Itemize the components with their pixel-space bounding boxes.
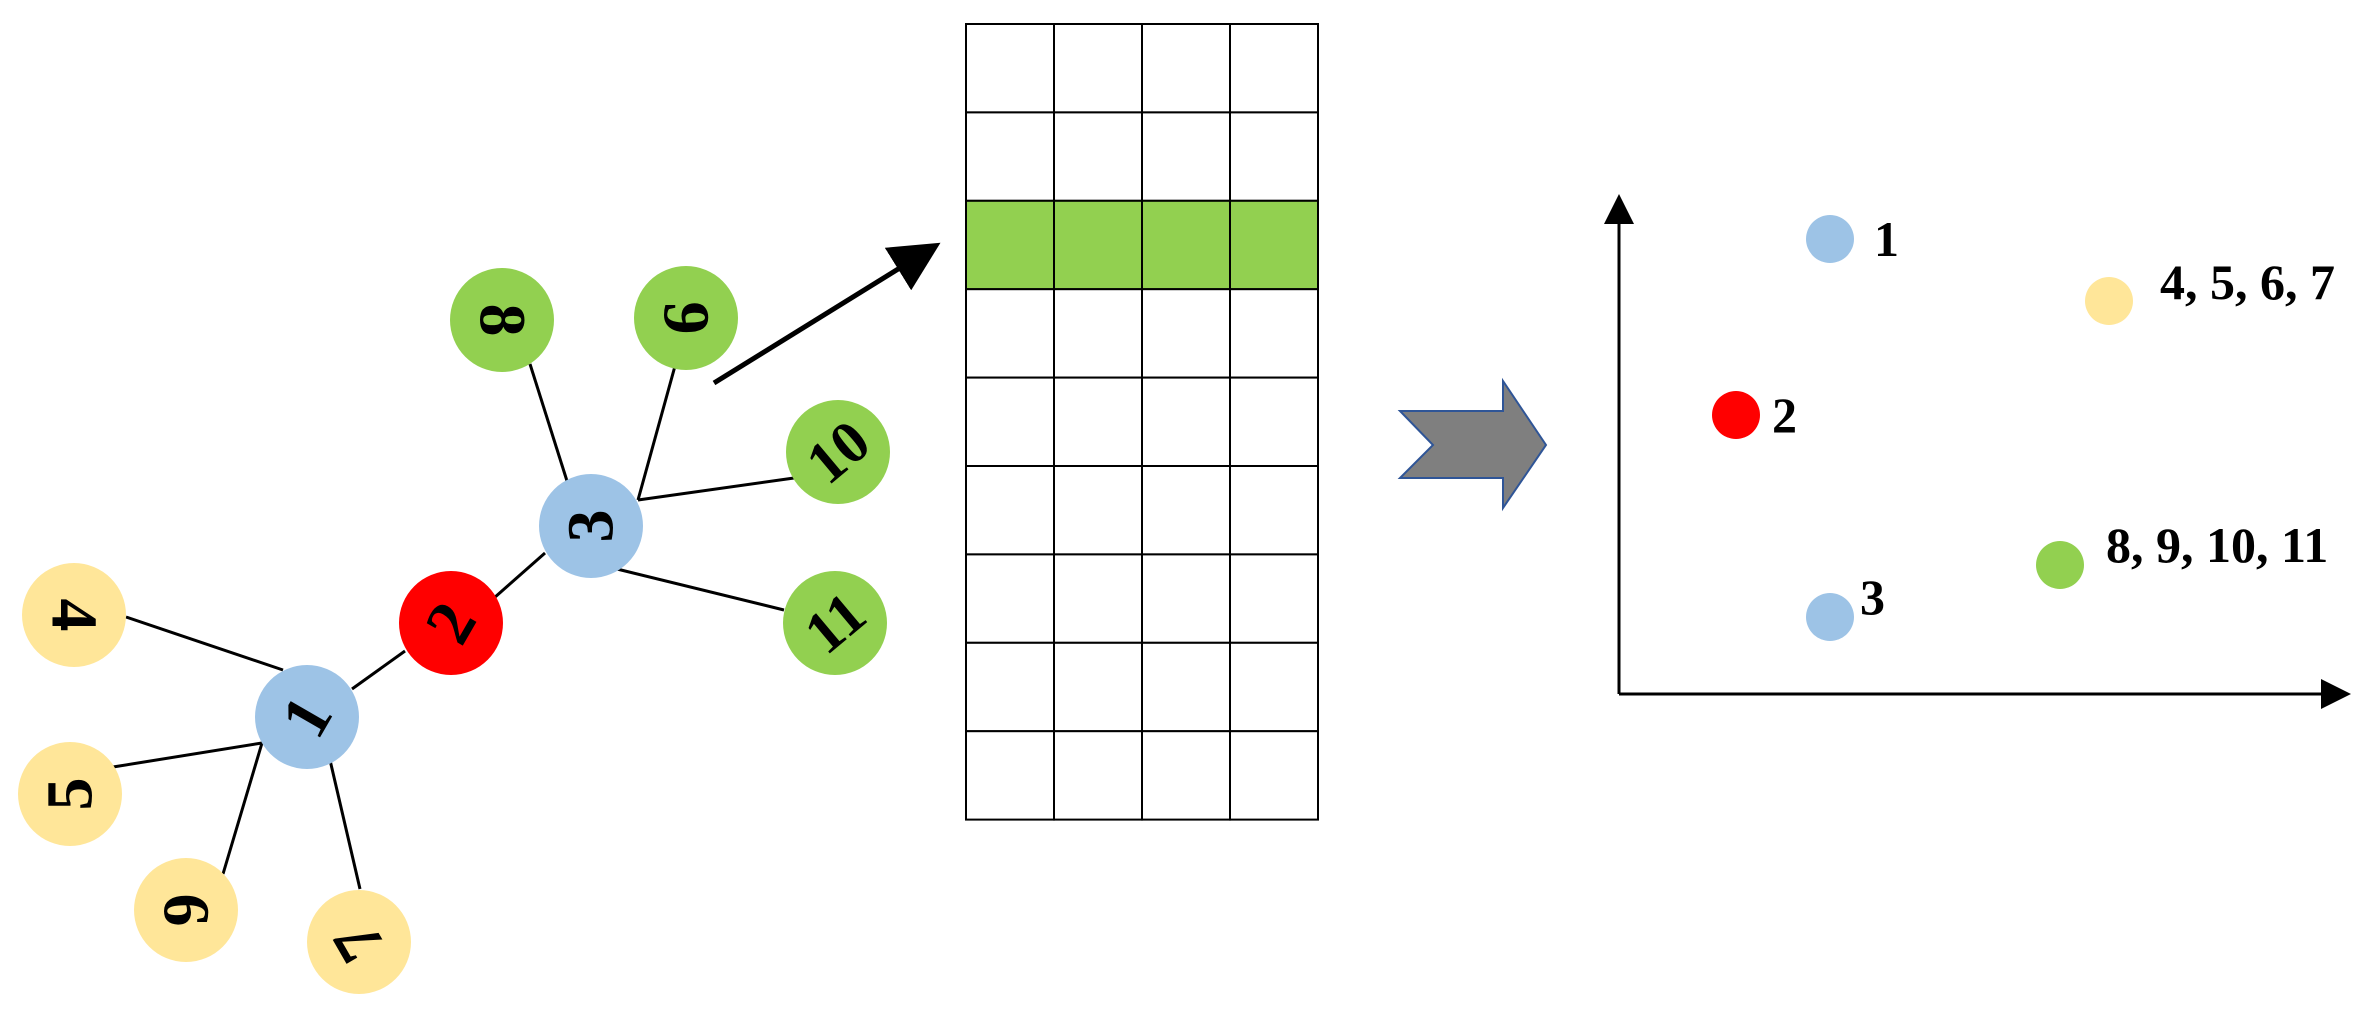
matrix-cell <box>965 553 1055 644</box>
node-to-row-arrow <box>712 242 941 386</box>
node-6: 6 <box>134 858 238 962</box>
highlighted-matrix-cell <box>1141 199 1231 291</box>
matrix-cell <box>1229 111 1319 202</box>
edge-1-4 <box>125 615 284 672</box>
node-label-3: 3 <box>555 510 628 543</box>
graph-nodes: 12 3 4 5 6 7 8 9 10 11 <box>18 266 890 994</box>
matrix-cell <box>1141 465 1231 556</box>
matrix-cell <box>1141 23 1231 114</box>
matrix-cell <box>1053 111 1143 202</box>
matrix-cell <box>965 111 1055 202</box>
matrix-cell <box>1229 641 1319 733</box>
matrix-cell <box>1053 641 1143 733</box>
matrix-cell <box>1229 23 1319 114</box>
matrix-cell <box>1141 730 1231 821</box>
plot-point: 2 <box>1712 387 1797 443</box>
node-8: 8 <box>450 268 554 372</box>
plot-marker <box>1806 593 1854 641</box>
matrix-cell <box>1053 23 1143 114</box>
node-label-5: 5 <box>34 778 107 811</box>
matrix-cell <box>1229 376 1319 468</box>
node-circle-1 <box>255 665 359 769</box>
graph-edges <box>112 363 795 890</box>
matrix-cell <box>1229 465 1319 556</box>
transform-arrow <box>1397 377 1548 512</box>
embedding-matrix <box>965 23 1319 821</box>
edge-2-3 <box>493 551 546 600</box>
plot-point-label: 4, 5, 6, 7 <box>2160 254 2335 310</box>
plot-axes <box>1604 194 2351 709</box>
highlighted-matrix-cell <box>1053 199 1143 291</box>
plot-marker <box>1712 391 1760 439</box>
matrix-cell <box>1141 376 1231 468</box>
edge-3-10 <box>637 476 795 502</box>
matrix-cell <box>965 730 1055 821</box>
matrix-cell <box>965 288 1055 379</box>
edge-1-5 <box>112 741 263 769</box>
node-2: 2 <box>399 571 503 675</box>
plot-point: 8, 9, 10, 11 <box>2036 517 2328 589</box>
node-label-9: 9 <box>650 302 723 335</box>
node-circle-4 <box>22 563 126 667</box>
highlighted-matrix-cell <box>965 199 1055 291</box>
edge-3-8 <box>528 363 569 482</box>
matrix-cell <box>1053 730 1143 821</box>
matrix-cell <box>1229 553 1319 644</box>
node-4: 4 <box>22 563 126 667</box>
matrix-cell <box>1141 553 1231 644</box>
plot-point-label: 8, 9, 10, 11 <box>2106 517 2328 573</box>
edge-1-2 <box>351 649 406 691</box>
matrix-cell <box>1141 641 1231 733</box>
node-circle-2 <box>399 571 503 675</box>
plot-point-label: 2 <box>1772 387 1797 443</box>
matrix-cell <box>1229 288 1319 379</box>
edge-3-11 <box>616 567 785 612</box>
node-3: 3 <box>539 474 643 578</box>
matrix-cell <box>965 376 1055 468</box>
matrix-cell <box>965 23 1055 114</box>
node-label-8: 8 <box>466 304 539 337</box>
matrix-cell <box>1141 288 1231 379</box>
matrix-cell <box>1053 376 1143 468</box>
node-9: 9 <box>634 266 738 370</box>
node-circle-11 <box>783 571 887 675</box>
edge-3-9 <box>636 365 677 501</box>
matrix-cell <box>965 641 1055 733</box>
plot-point-label: 1 <box>1874 211 1899 267</box>
node-circle-5 <box>18 742 122 846</box>
matrix-cell <box>1229 730 1319 821</box>
node-circle-9 <box>634 266 738 370</box>
matrix-cell <box>1053 553 1143 644</box>
plot-marker <box>1806 215 1854 263</box>
plot-point-label: 3 <box>1860 569 1885 625</box>
plot-point: 3 <box>1806 569 1885 641</box>
node-5: 5 <box>18 742 122 846</box>
edge-1-7 <box>328 759 362 890</box>
plot-points: 1 4, 5, 6, 7 2 8, 9, 10, 11 3 <box>1712 211 2335 641</box>
node-11: 11 <box>783 571 887 675</box>
node-circle-10 <box>786 400 890 504</box>
node-circle-7 <box>307 890 411 994</box>
matrix-cell <box>965 465 1055 556</box>
matrix-cell <box>1141 111 1231 202</box>
plot-point: 4, 5, 6, 7 <box>2085 254 2335 325</box>
matrix-cell <box>1053 288 1143 379</box>
edge-1-6 <box>221 742 264 875</box>
node-7: 7 <box>307 890 411 994</box>
highlighted-matrix-cell <box>1229 199 1319 291</box>
node-10: 10 <box>786 400 890 504</box>
plot-marker <box>2036 541 2084 589</box>
node-label-6: 6 <box>150 894 223 927</box>
node-circle-3 <box>539 474 643 578</box>
matrix-cell <box>1053 465 1143 556</box>
node-1: 1 <box>255 665 359 769</box>
node-circle-8 <box>450 268 554 372</box>
plot-marker <box>2085 277 2133 325</box>
plot-point: 1 <box>1806 211 1899 267</box>
node-circle-6 <box>134 858 238 962</box>
node-label-4: 4 <box>38 599 111 632</box>
